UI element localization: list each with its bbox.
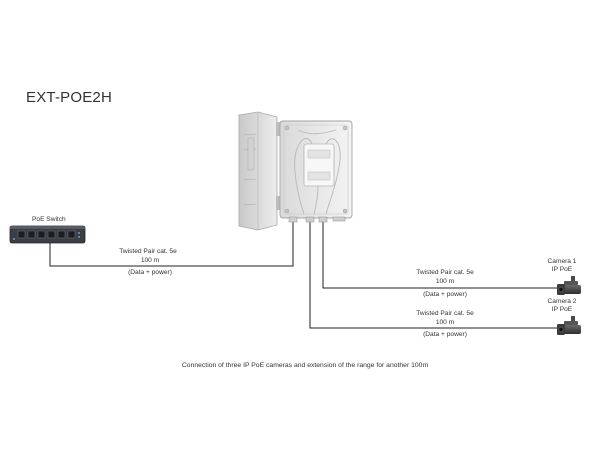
- link-1-length-label: 100 m: [140, 257, 160, 264]
- link-1-note-label: (Data + power): [128, 269, 172, 276]
- poe-switch: [9, 225, 86, 244]
- camera-2-icon: [557, 316, 581, 335]
- diagram-title: EXT-POE2H: [26, 89, 112, 106]
- camera-1-icon: [557, 276, 581, 295]
- cable-switch-to-box: [49, 222, 294, 267]
- link-3-length-label: 100 m: [435, 319, 455, 326]
- camera-1-name: Camera 1: [547, 258, 577, 265]
- switch-label: PoE Switch: [32, 216, 66, 223]
- cable-box-to-camera-2: [309, 222, 558, 329]
- diagram-caption: Connection of three IP PoE cameras and e…: [181, 362, 429, 369]
- link-2-cable-label: Twisted Pair cat. 5e: [416, 269, 474, 276]
- enclosure-device: [238, 111, 353, 231]
- cable-box-to-camera-1: [322, 222, 558, 289]
- link-1-cable-label: Twisted Pair cat. 5e: [119, 248, 177, 255]
- link-3-note-label: (Data + power): [423, 331, 467, 338]
- camera-1-type: IP PoE: [551, 266, 573, 273]
- cable-lines: [49, 222, 558, 329]
- link-2-length-label: 100 m: [435, 278, 455, 285]
- link-3-cable-label: Twisted Pair cat. 5e: [416, 310, 474, 317]
- camera-2-type: IP PoE: [551, 306, 573, 313]
- camera-2-name: Camera 2: [547, 298, 577, 305]
- link-2-note-label: (Data + power): [423, 291, 467, 298]
